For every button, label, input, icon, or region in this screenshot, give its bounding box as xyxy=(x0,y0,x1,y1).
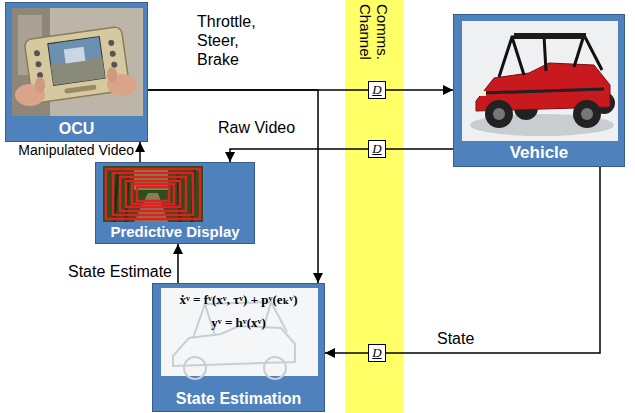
comms-channel-band: Comms. ChannelD D D xyxy=(345,0,403,413)
illustration-part xyxy=(573,100,601,128)
connector xyxy=(325,352,368,354)
illustration-part xyxy=(493,108,505,120)
illustration-part xyxy=(113,173,193,215)
illustration-part xyxy=(184,357,206,379)
predictive-display-box: Predictive Display xyxy=(95,162,255,244)
delay-symbol: D xyxy=(372,82,381,98)
illustration-part xyxy=(108,39,115,46)
edge-label-wrap: Throttle, Steer, Brake xyxy=(197,12,281,70)
box-label: Vehicle xyxy=(510,143,569,163)
illustration-part xyxy=(12,8,143,116)
channel-label: Comms. Channel xyxy=(357,4,392,76)
edge-label-wrap: State Estimate xyxy=(68,262,172,281)
delay-box: D xyxy=(368,140,386,158)
comms-channel-fill xyxy=(345,0,403,413)
illustration-part xyxy=(485,100,513,128)
connector xyxy=(386,148,453,150)
connector xyxy=(230,149,368,162)
illustration-part xyxy=(137,187,169,201)
illustration-part xyxy=(114,169,194,222)
illustration-part xyxy=(132,184,174,204)
illustration-part xyxy=(109,50,116,57)
illustration-part xyxy=(120,177,186,211)
illustration-part xyxy=(499,35,602,77)
illustration-part xyxy=(581,108,593,120)
edge-label: Throttle, Steer, Brake xyxy=(197,12,281,70)
connector xyxy=(177,244,179,283)
illustration-part xyxy=(514,33,586,39)
box-label: State Estimation xyxy=(176,390,301,408)
illustration-part xyxy=(107,67,117,83)
illustration-part xyxy=(106,169,200,219)
connector xyxy=(139,142,141,162)
illustration-part xyxy=(482,89,604,93)
illustration-part xyxy=(35,61,42,68)
edge-label: Manipulated Video xyxy=(18,142,134,159)
box-label: OCU xyxy=(59,120,95,138)
illustration-part xyxy=(173,326,295,366)
state-estimation-box: ẋᵛ = fᵛ(xᵛ, τᵛ) + pᵛ(eₖᵛ) yᵛ = hᵛ(xᵛ) Stat… xyxy=(152,283,325,412)
edge-label: State xyxy=(437,329,474,348)
illustration-part xyxy=(64,84,96,93)
illustration-part xyxy=(126,181,180,207)
illustration-part xyxy=(462,21,618,141)
illustration-part xyxy=(64,47,86,64)
connector xyxy=(386,167,600,353)
edge-label: Raw Video xyxy=(218,118,295,137)
illustration-part xyxy=(173,302,295,379)
box-label: Predictive Display xyxy=(110,223,239,240)
illustration-part xyxy=(35,77,45,93)
delay-box: D xyxy=(368,344,386,362)
ocu-box: OCU xyxy=(5,2,148,142)
edge-label-wrap: Manipulated Video xyxy=(18,142,134,159)
delay-symbol: D xyxy=(372,345,381,361)
illustration-part xyxy=(48,36,105,85)
vehicle-box: Vehicle xyxy=(453,14,625,167)
delay-symbol: D xyxy=(372,141,381,157)
equation: yᵛ = hᵛ(xᵛ) xyxy=(211,315,265,332)
illustration-part xyxy=(478,91,486,96)
illustration-part xyxy=(103,166,203,222)
illustration-part xyxy=(264,357,286,379)
delay-box: D xyxy=(368,81,386,99)
illustration-part xyxy=(193,302,287,338)
connector xyxy=(386,89,453,91)
edge-label-wrap: Raw Video xyxy=(218,118,295,137)
illustration-part xyxy=(106,169,200,219)
illustration-part xyxy=(34,50,41,57)
edge-label: State Estimate xyxy=(68,262,172,281)
equation: ẋᵛ = fᵛ(xᵛ, τᵛ) + pᵛ(eₖᵛ) xyxy=(179,292,297,309)
edge-label-wrap: State xyxy=(437,329,474,348)
